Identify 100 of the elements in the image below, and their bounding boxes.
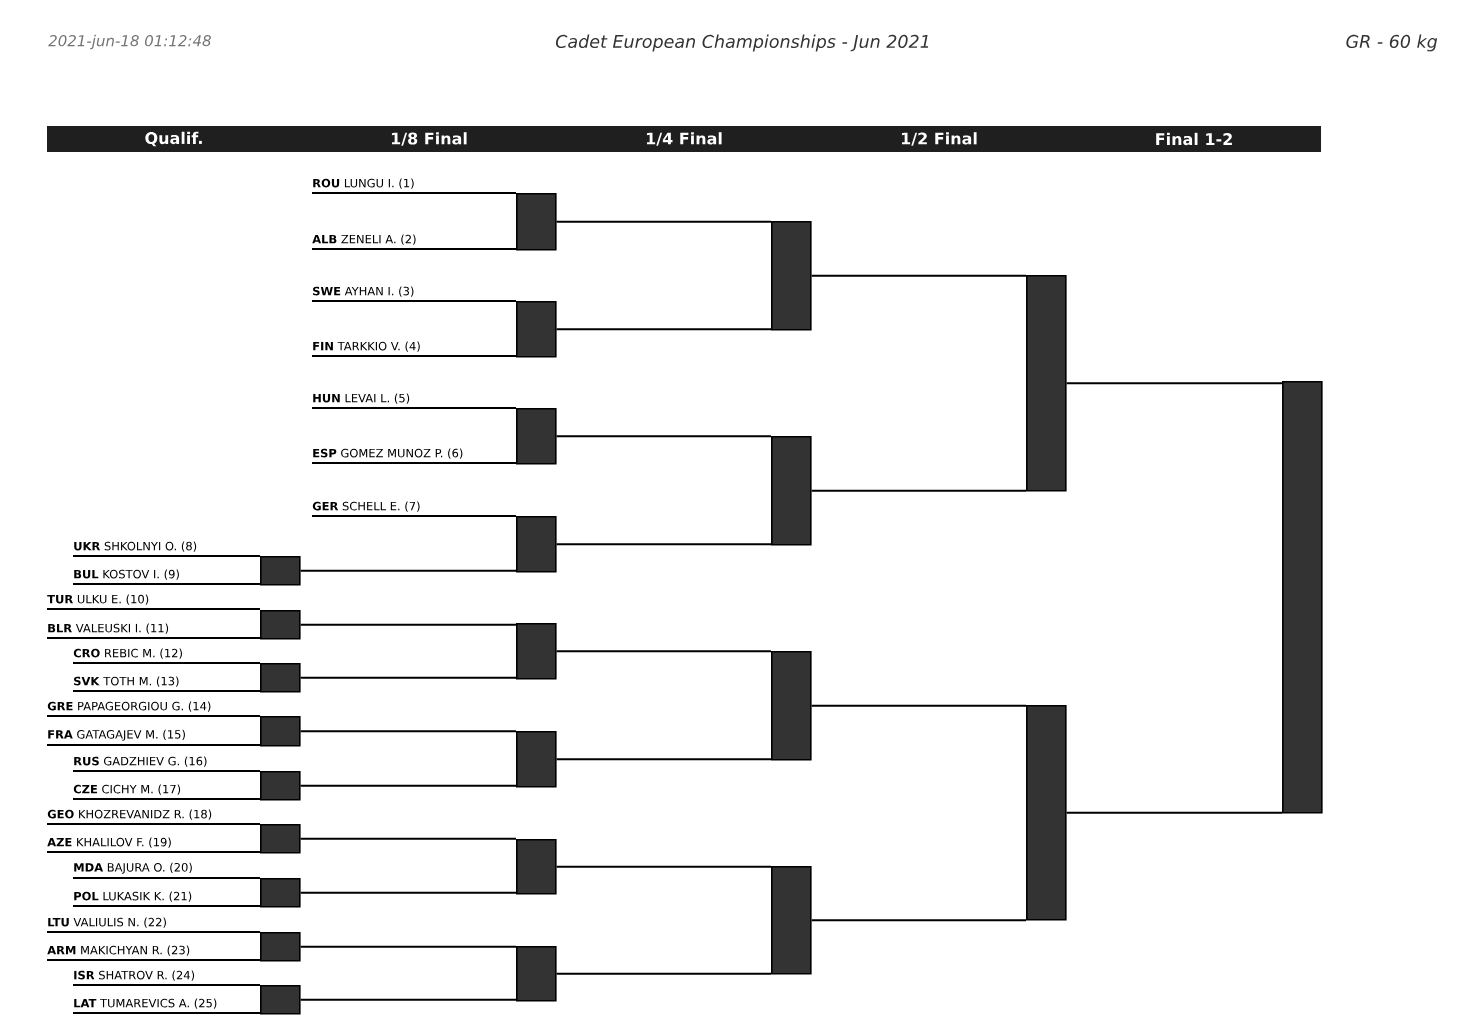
competitor-name: BLR VALEUSKI I. (11) [48,623,169,634]
bracket-line [46,608,261,610]
bracket-line [299,569,517,572]
bracket-line [1065,382,1283,385]
match-bar [260,610,301,640]
bracket-line [299,676,517,679]
bracket-line [299,837,517,840]
match-bar [260,932,301,962]
competitor-name: LAT TUMAREVICS A. (25) [74,998,217,1009]
competitor-name: UKR SHKOLNYI O. (8) [74,541,197,552]
bracket-line [555,758,772,761]
competitor-name: GER SCHELL E. (7) [312,501,420,512]
column-header: 1/4 Final [646,132,722,146]
bracket-line [311,462,517,464]
match-bar [516,731,557,788]
bracket-line [46,931,261,933]
match-bar [771,651,812,761]
competitor-name: FRA GATAGAJEV M. (15) [48,729,185,741]
bracket-line [299,891,517,894]
bracket-line [72,798,261,800]
weight-class: GR - 60 kg [1346,34,1438,52]
bracket-line [810,704,1027,707]
column-header: Qualif. [145,131,202,147]
column-header: 1/8 Final [391,132,467,146]
match-bar [260,771,301,801]
match-bar [260,716,301,747]
match-bar [516,623,557,680]
match-bar [260,556,301,586]
bracket-line [72,770,261,772]
competitor-name: ARM MAKICHYAN R. (23) [47,945,190,956]
competitor-name: ROU LUNGU I. (1) [313,178,414,189]
match-bar [771,436,812,546]
bracket-line [299,998,517,1001]
bracket-line [72,690,261,692]
competitor-name: TUR ULKU E. (10) [47,594,149,605]
bracket-line [299,784,517,787]
bracket-line [810,489,1027,492]
bracket-line [46,744,261,746]
competitor-name: AZE KHALILOV F. (19) [47,837,171,848]
bracket-line [46,959,261,961]
bracket-line [1065,811,1283,814]
bracket-line [46,715,261,717]
bracket-line [299,730,517,733]
competitor-name: FIN TARKKIO V. (4) [313,341,420,352]
bracket-line [72,555,261,557]
match-bar [516,516,557,573]
bracket-line [72,1012,261,1014]
match-bar [771,866,812,975]
match-bar [260,663,301,693]
match-bar [1282,381,1323,814]
bracket-line [311,515,517,517]
bracket-line [810,274,1027,277]
competitor-name: CRO REBIC M. (12) [73,648,182,659]
bracket-line [555,220,772,223]
match-bar [516,301,557,358]
bracket-line [46,823,261,825]
bracket-line [72,905,261,907]
competitor-name: MDA BAJURA O. (20) [74,862,192,874]
bracket-line [311,300,517,302]
bracket-line [311,248,517,250]
match-bar [516,946,557,1002]
column-header: 1/2 Final [901,132,977,146]
bracket-line [555,650,772,653]
competitor-name: ALB ZENELI A. (2) [312,234,416,245]
match-bar [260,985,301,1015]
match-bar [1026,275,1067,492]
match-bar [771,221,812,331]
competitor-name: BUL KOSTOV I. (9) [74,569,179,580]
bracket-line [72,877,261,879]
bracket-line [46,851,261,853]
bracket-line [72,662,261,664]
competitor-name: HUN LEVAI L. (5) [313,393,410,404]
competitor-name: GRE PAPAGEORGIOU G. (14) [47,701,211,712]
column-header: Final 1-2 [1156,132,1232,146]
match-bar [1026,705,1067,921]
bracket-line [72,583,261,585]
bracket-line [810,919,1027,922]
competitor-name: POL LUKASIK K. (21) [74,891,192,902]
bracket-line [555,435,772,438]
match-bar [516,193,557,251]
competitor-name: RUS GADZHIEV G. (16) [74,756,207,767]
bracket-line [555,328,772,331]
competitor-name: CZE CICHY M. (17) [73,784,181,795]
competitor-name: SVK TOTH M. (13) [74,676,179,687]
bracket-line [311,355,517,357]
match-bar [516,408,557,465]
bracket-line [299,945,517,948]
timestamp: 2021-jun-18 01:12:48 [48,34,211,50]
competitor-name: SWE AYHAN I. (3) [313,286,414,297]
match-bar [260,824,301,854]
bracket-line [299,623,517,626]
bracket-line [46,637,261,639]
match-bar [260,878,301,908]
bracket-line [311,192,517,194]
bracket-line [72,984,261,986]
title: Cadet European Championships - Jun 2021 [555,34,929,52]
competitor-name: ISR SHATROV R. (24) [74,970,195,981]
bracket-line [555,865,772,868]
bracket-line [555,972,772,975]
competitor-name: LTU VALIULIS N. (22) [48,917,166,928]
